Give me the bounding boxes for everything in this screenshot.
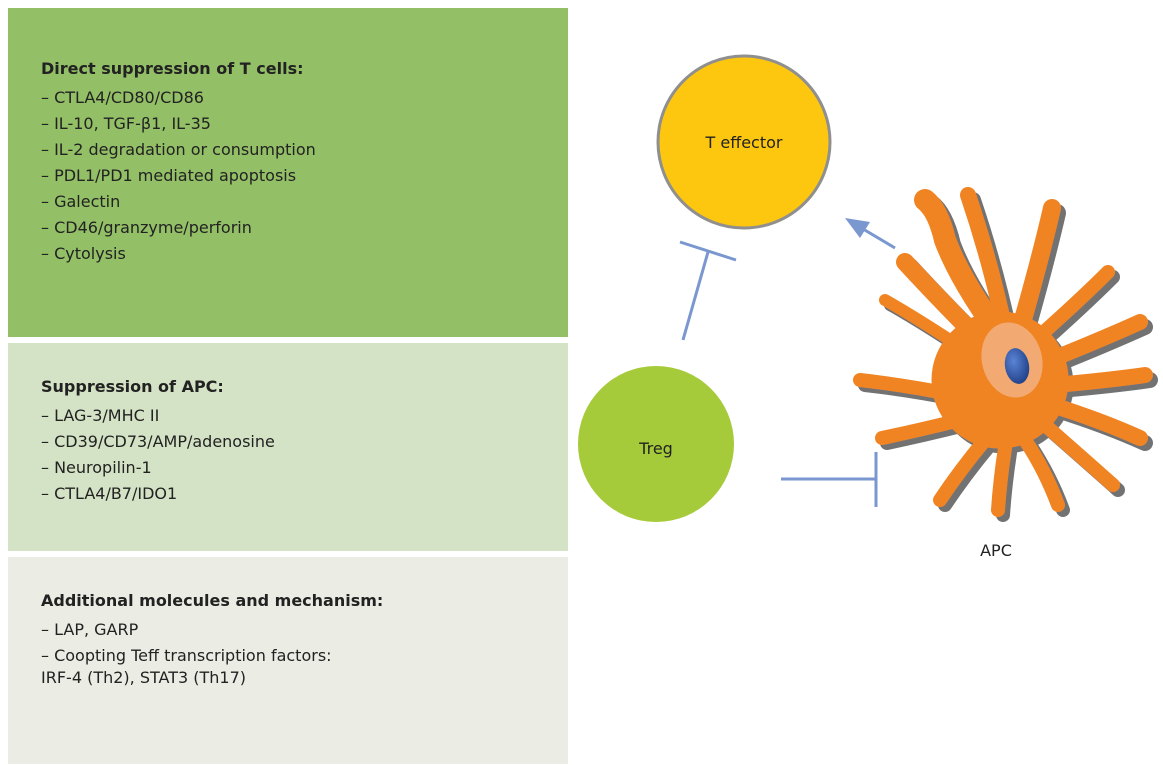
mechanism-list: – CTLA4/CD80/CD86 – IL-10, TGF-β1, IL-35… [41,85,568,267]
t-effector-label: T effector [704,133,782,152]
treg-circle [578,366,734,522]
list-item: – CD39/CD73/AMP/adenosine [41,432,275,451]
list-item: – Galectin [41,192,121,211]
list-item: – CTLA4/B7/IDO1 [41,484,178,503]
list-item: – PDL1/PD1 mediated apoptosis [41,166,297,185]
list-item: – LAG-3/MHC II [41,406,160,425]
treg-inhibits-apc-symbol [781,452,878,507]
list-item: – Cytolysis [41,244,126,263]
t-effector-cell: T effector [656,54,832,230]
inhibition-line [681,251,710,341]
apc-dendritic-cell: APC [853,187,1153,560]
panel-additional-mechanisms: Additional molecules and mechanism: – LA… [8,557,568,764]
panel-direct-suppression: Direct suppression of T cells: – CTLA4/C… [8,8,568,337]
mechanism-list: – LAP, GARP – Coopting Teff transcriptio… [41,617,568,689]
list-item-line: IRF-4 (Th2), STAT3 (Th17) [41,668,247,687]
panel-title: Suppression of APC: [41,377,224,396]
list-item-line: – Coopting Teff transcription factors: [41,646,332,665]
list-item: – Coopting Teff transcription factors: I… [41,643,568,689]
list-item: – IL-10, TGF-β1, IL-35 [41,114,211,133]
panel-apc-suppression: Suppression of APC: – LAG-3/MHC II – CD3… [8,343,568,551]
arrow-head [845,218,870,238]
list-item: – LAP, GARP [41,620,139,639]
mechanism-list: – LAG-3/MHC II – CD39/CD73/AMP/adenosine… [41,403,568,507]
apc-activates-teffector-arrow [845,218,896,250]
list-item: – CTLA4/CD80/CD86 [41,88,204,107]
treg-inhibits-teffector-symbol [679,240,737,341]
panel-title: Additional molecules and mechanism: [41,591,384,610]
list-item: – Neuropilin-1 [41,458,152,477]
list-item: – CD46/granzyme/perforin [41,218,252,237]
treg-label: Treg [638,439,673,458]
panel-title: Direct suppression of T cells: [41,59,304,78]
apc-nucleus [1004,348,1030,384]
t-effector-circle [656,54,832,230]
list-item: – IL-2 degradation or consumption [41,140,316,159]
treg-cell: Treg [578,366,734,522]
apc-label: APC [980,541,1012,560]
inhibition-bar [679,240,737,262]
